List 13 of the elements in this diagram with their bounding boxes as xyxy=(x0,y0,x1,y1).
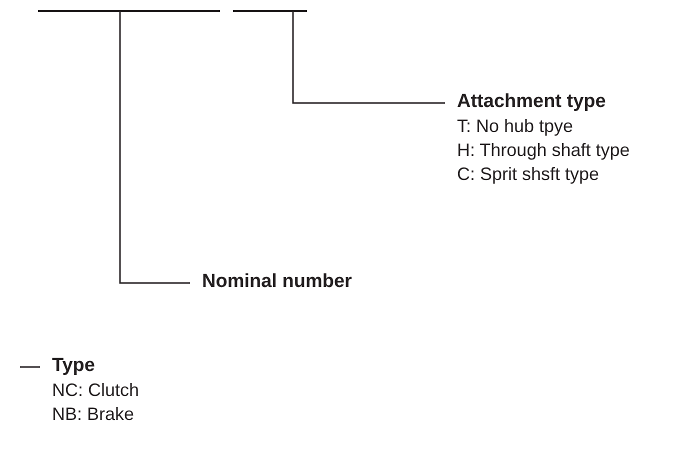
leader-line xyxy=(20,366,40,368)
option-text: NB: Brake xyxy=(52,403,136,426)
option-text: C: Sprit shsft type xyxy=(457,163,600,186)
leader-line xyxy=(292,12,445,104)
field-heading: Nominal number xyxy=(202,270,352,294)
code-underline xyxy=(38,10,220,12)
field-heading: Type xyxy=(52,354,96,378)
option-text: NC: Clutch xyxy=(52,379,140,402)
code-underline xyxy=(233,10,307,12)
option-text: H: Through shaft type xyxy=(457,139,630,162)
field-heading: Attachment type xyxy=(457,90,607,114)
leader-line xyxy=(119,12,190,284)
option-text: T: No hub tpye xyxy=(457,115,574,138)
